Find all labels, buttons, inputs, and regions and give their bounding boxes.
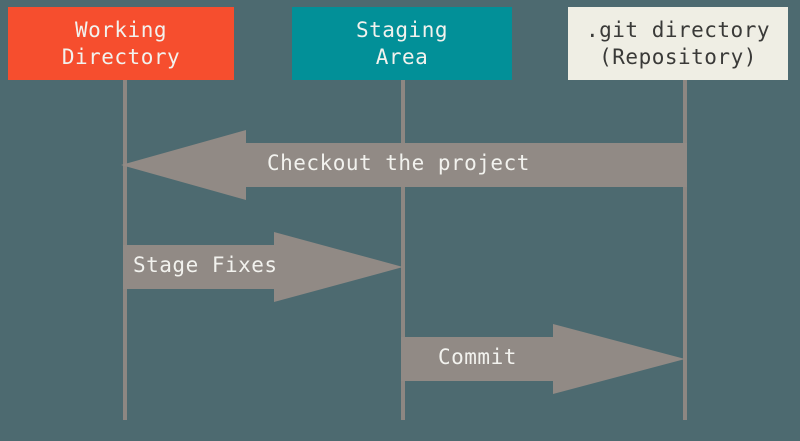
arrow-commit bbox=[401, 323, 687, 395]
node-staging-area-line1: Staging bbox=[355, 17, 448, 42]
node-git-directory: .git directory (Repository) bbox=[568, 7, 788, 80]
arrow-checkout-shape bbox=[121, 130, 687, 200]
lifeline-staging-area bbox=[401, 80, 405, 420]
node-working-directory-line1: Working bbox=[74, 17, 167, 42]
arrow-stage-fixes-shape bbox=[123, 232, 403, 302]
arrow-stage-fixes-label: Stage Fixes bbox=[133, 253, 278, 277]
arrow-stage-fixes bbox=[123, 231, 405, 303]
node-git-directory-line1: .git directory bbox=[585, 17, 770, 42]
node-working-directory-line2: Directory bbox=[61, 44, 181, 69]
arrow-commit-shape bbox=[401, 324, 685, 394]
lifeline-git-directory bbox=[683, 80, 687, 420]
node-working-directory: Working Directory bbox=[8, 7, 234, 80]
arrow-checkout bbox=[119, 129, 687, 201]
node-staging-area-line2: Area bbox=[375, 44, 429, 69]
arrow-checkout-label: Checkout the project bbox=[267, 151, 530, 175]
node-git-directory-line2: (Repository) bbox=[599, 44, 757, 69]
node-staging-area: Staging Area bbox=[292, 7, 512, 80]
arrow-commit-label: Commit bbox=[438, 345, 517, 369]
